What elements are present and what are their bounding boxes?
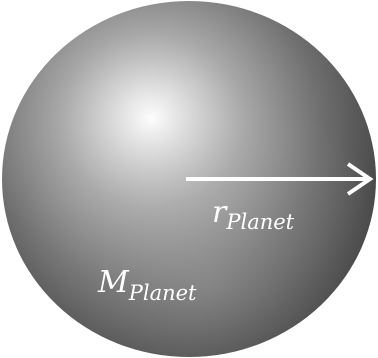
mass-subscript: Planet: [128, 281, 197, 305]
mass-symbol: M: [97, 265, 130, 300]
radius-subscript: Planet: [225, 210, 294, 234]
